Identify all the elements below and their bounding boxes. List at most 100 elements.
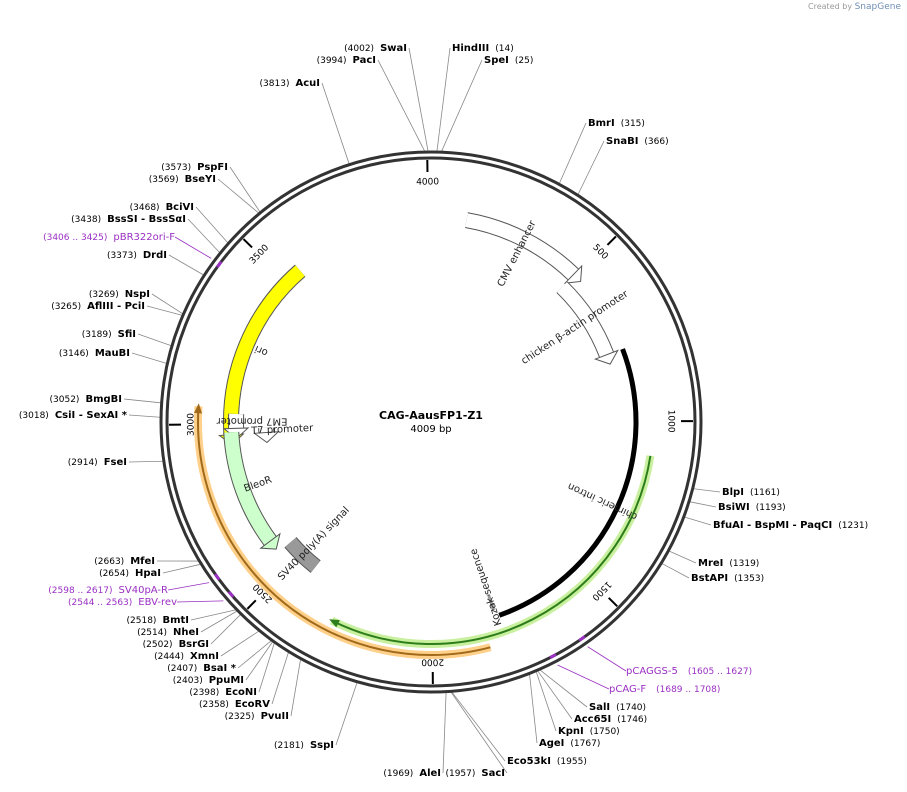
site-position: (2181): [274, 741, 304, 751]
site-name: MfeI: [130, 556, 155, 567]
site-bsiwi[interactable]: BsiWI(1193): [718, 502, 786, 513]
site-agei[interactable]: AgeI(1767): [539, 738, 600, 749]
site-mfei[interactable]: (2663)MfeI: [94, 556, 155, 567]
primer-label: pCAGGS-5(1605 .. 1627): [626, 666, 752, 677]
site-leader: [190, 609, 236, 621]
site-pspfi[interactable]: (3573)PspFI: [161, 162, 228, 173]
site-position: (2398): [189, 688, 219, 698]
site-maubi[interactable]: (3146)MauBI: [59, 348, 130, 359]
feature-body: [224, 431, 276, 546]
primer-pcag-f[interactable]: pCAG-F(1689 .. 1708): [609, 684, 720, 695]
site-afliii-pcii[interactable]: (3265)AflIII - PciI: [51, 301, 145, 312]
site-bstapi[interactable]: BstAPI(1353): [691, 573, 764, 584]
feature-t7-promoter[interactable]: T7 promoter: [250, 423, 314, 444]
primer-pcaggs-5[interactable]: pCAGGS-5(1605 .. 1627): [626, 666, 752, 677]
primer-pbr322ori-f[interactable]: (3406 .. 3425)pBR322ori-F: [43, 232, 175, 243]
site-blpi[interactable]: BlpI(1161): [722, 487, 780, 498]
site-econi[interactable]: (2398)EcoNI: [189, 687, 257, 698]
site-bsai-[interactable]: (2407)BsaI *: [167, 663, 236, 674]
site-name: (1767): [570, 739, 600, 749]
site-position: (2444): [154, 652, 184, 662]
site-name: HpaI: [135, 568, 161, 579]
feature-bleor[interactable]: BleoR: [223, 431, 281, 550]
feature-kozak-sequence[interactable]: Kozak sequence: [468, 547, 504, 627]
site-position: SnaBI: [606, 136, 638, 147]
site-bfuai-bspmi-paqci[interactable]: BfuAI - BspMI - PaqCI(1231): [713, 520, 868, 531]
primer-ebv-rev[interactable]: (2544 .. 2563)EBV-rev: [68, 597, 177, 608]
site-swai[interactable]: (4002)SwaI: [344, 43, 407, 54]
site-leader: [217, 178, 259, 214]
feature-sv40-poly-a-signal[interactable]: SV40 poly(A) signal: [276, 505, 352, 583]
site-acui[interactable]: (3813)AcuI: [260, 78, 320, 89]
site-hpai[interactable]: (2654)HpaI: [99, 568, 161, 579]
site-bsrgi[interactable]: (2502)BsrGI: [143, 639, 209, 650]
site-label: (1957)SacI: [445, 768, 505, 779]
site-name: (1353): [734, 574, 764, 584]
site-sspi[interactable]: (2181)SspI: [274, 740, 334, 751]
site-position: (3468): [130, 203, 160, 213]
site-bsssi-bsss-i[interactable]: (3438)BssSI - BssSαI: [71, 214, 186, 225]
feature-arrowhead: [259, 532, 281, 550]
primer-name: (1689 .. 1708): [656, 685, 720, 695]
site-nspi[interactable]: (3269)NspI: [89, 289, 150, 300]
site-leader: [210, 614, 241, 645]
site-mrei[interactable]: MreI(1319): [698, 558, 759, 569]
site-kpni[interactable]: KpnI(1750): [558, 726, 620, 737]
site-label: (3018)CsiI - SexAI *: [19, 410, 128, 421]
site-label: HindIII(14): [452, 43, 514, 54]
tick-mark: [246, 599, 257, 610]
site-name: (315): [621, 119, 645, 129]
site-leader: [220, 630, 259, 657]
site-name: (25): [515, 56, 533, 66]
site-position: HindIII: [452, 43, 489, 54]
site-bseyi[interactable]: (3569)BseYI: [149, 174, 216, 185]
site-position: (3052): [50, 395, 80, 405]
site-position: (3373): [107, 251, 137, 261]
site-label: (3573)PspFI: [161, 162, 228, 173]
site-fsei[interactable]: (2914)FseI: [68, 457, 127, 468]
site-leader: [669, 550, 697, 564]
site-paci[interactable]: (3994)PacI: [317, 55, 376, 66]
site-label: (3265)AflIII - PciI: [51, 301, 145, 312]
site-snabi[interactable]: SnaBI(366): [606, 136, 669, 147]
site-labels: (4002)SwaI(3994)PacIHindIII(14)SpeI(25)(…: [19, 43, 868, 779]
site-acc65i[interactable]: Acc65I(1746): [574, 714, 647, 725]
site-bmti[interactable]: (2518)BmtI: [127, 615, 189, 626]
primer-leader: [587, 646, 627, 672]
primer-range: (2598 .. 2617): [48, 586, 112, 596]
site-leader: [245, 641, 273, 681]
site-bmri[interactable]: BmrI(315): [588, 118, 645, 129]
feature-chicken-actin-promoter[interactable]: chicken β-actin promoter: [519, 281, 631, 367]
site-spei[interactable]: SpeI(25): [484, 55, 533, 66]
site-eco53ki[interactable]: Eco53kI(1955): [507, 756, 587, 767]
site-sfii[interactable]: (3189)SfiI: [82, 329, 136, 340]
site-drdi[interactable]: (3373)DrdI: [107, 250, 167, 261]
site-xmni[interactable]: (2444) XmnI: [154, 651, 219, 662]
feature-chimeric-intron[interactable]: chimeric intron: [498, 348, 639, 618]
site-leader: [539, 669, 588, 708]
site-saci[interactable]: (1957)SacI: [445, 768, 505, 779]
feature-cmv-enhancer[interactable]: CMV enhancer: [465, 212, 583, 289]
site-ecorv[interactable]: (2358)EcoRV: [199, 699, 270, 710]
site-hindiii[interactable]: HindIII(14): [452, 43, 514, 54]
orf-arc: [197, 406, 245, 562]
site-name: XmnI: [190, 651, 219, 662]
primer-sv40pa-r[interactable]: (2598 .. 2617) SV40pA-R: [48, 585, 168, 596]
site-bcivi[interactable]: (3468)BciVI: [130, 202, 194, 213]
site-alei[interactable]: (1969)AleI: [383, 768, 441, 779]
site-label: BsiWI(1193): [718, 502, 786, 513]
site-nhei[interactable]: (2514)NheI: [137, 627, 199, 638]
site-pvuii[interactable]: (2325)PvuII: [225, 711, 289, 722]
primer-name: SV40pA-R: [119, 585, 168, 596]
site-position: (2403): [173, 676, 203, 686]
primer-marks: (3406 .. 3425)pBR322ori-F (2598 .. 2617) S…: [43, 232, 752, 695]
site-name: CsiI - SexAI *: [55, 410, 128, 421]
site-label: (2914)FseI: [68, 457, 127, 468]
site-ppumi[interactable]: (2403)PpuMI: [173, 675, 244, 686]
site-sali[interactable]: SalI(1740): [589, 702, 646, 713]
site-label: (2358)EcoRV: [199, 699, 270, 710]
site-bmgbi[interactable]: (3052)BmgBI: [50, 394, 122, 405]
feature-label: SV40 poly(A) signal: [276, 505, 352, 583]
site-csii-sexai-[interactable]: (3018)CsiI - SexAI *: [19, 410, 128, 421]
